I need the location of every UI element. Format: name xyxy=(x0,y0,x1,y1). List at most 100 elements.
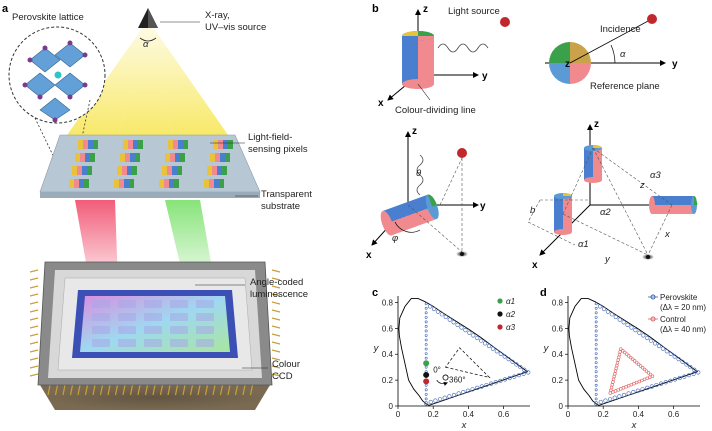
x-tick-label: 0.4 xyxy=(633,410,645,419)
perovskite-lattice-inset: Perovskite lattice xyxy=(8,12,106,171)
pixel-segment xyxy=(218,140,223,149)
pixel-segment xyxy=(213,140,218,149)
control-gamut-point xyxy=(617,355,621,360)
ccd-pin xyxy=(167,384,171,396)
perovskite-gamut-point xyxy=(424,343,428,346)
pixel-segment xyxy=(88,140,93,149)
perovskite-gamut-point xyxy=(594,343,598,346)
x-distance-label: x xyxy=(664,229,671,240)
pixel-segment xyxy=(177,166,182,175)
pixel-segment xyxy=(87,166,92,175)
ccd-pin xyxy=(77,384,81,396)
pixel-segment xyxy=(170,153,175,162)
ccd-pin xyxy=(29,269,39,273)
panel-a-label: a xyxy=(2,3,9,15)
perovskite-gamut-point xyxy=(424,365,428,369)
y-tick-label: 0.8 xyxy=(552,298,564,307)
ccd-pin xyxy=(271,357,281,361)
perovskite-gamut-point xyxy=(475,335,480,341)
perovskite-gamut-point xyxy=(521,371,526,376)
perovskite-gamut-point xyxy=(621,320,626,325)
perovskite-gamut-point xyxy=(691,371,696,376)
pixel-segment xyxy=(135,153,140,162)
legend-label: α3 xyxy=(506,323,516,332)
pixel-segment xyxy=(162,166,167,175)
b1-z-axis: z xyxy=(423,4,428,15)
perovskite-gamut-point xyxy=(498,378,503,383)
panel-c-label: c xyxy=(372,287,378,299)
ccd-cell xyxy=(170,339,188,347)
y-tick-label: 0.4 xyxy=(552,350,564,359)
pixels-label-1: Light-field- xyxy=(248,132,292,143)
ccd-pin xyxy=(271,373,281,377)
perovskite-gamut-point xyxy=(607,397,613,402)
ccd-pin xyxy=(227,384,231,396)
perovskite-gamut-point xyxy=(594,397,598,401)
pixel-segment xyxy=(75,153,80,162)
x-tick-label: 0 xyxy=(396,410,401,419)
b2-alpha-label: α xyxy=(620,49,626,60)
pixel-segment xyxy=(169,179,174,188)
perovskite-gamut-point xyxy=(594,356,598,360)
perovskite-lattice-label: Perovskite lattice xyxy=(12,12,84,23)
perovskite-gamut-point xyxy=(663,380,668,385)
perovskite-gamut-point xyxy=(686,373,692,378)
perovskite-gamut-point xyxy=(688,364,693,370)
perovskite-gamut-point xyxy=(437,397,443,402)
pixel-segment xyxy=(167,166,172,175)
three-cylinders-diagram: z y x xyxy=(527,119,698,271)
y-tick-label: 0.2 xyxy=(382,376,394,385)
ccd-pin xyxy=(271,301,281,305)
perovskite-gamut-point xyxy=(594,315,598,319)
ccd-pin xyxy=(249,384,254,396)
pixel-segment xyxy=(222,166,227,175)
perovskite-gamut-point xyxy=(594,306,598,310)
ccd-pin xyxy=(271,269,281,273)
pixel-segment xyxy=(119,179,124,188)
ccd-pin xyxy=(84,384,89,396)
x-tick-label: 0 xyxy=(566,410,571,419)
control-gamut-point xyxy=(625,352,629,356)
perovskite-gamut-point xyxy=(645,335,650,341)
control-gamut-point xyxy=(634,360,639,365)
control-gamut-point xyxy=(612,374,616,379)
perovskite-gamut-point xyxy=(484,382,489,388)
perovskite-gamut-point xyxy=(594,311,598,315)
legend-label: Control xyxy=(660,315,686,324)
pixel-segment xyxy=(85,153,90,162)
perovskite-gamut-point xyxy=(645,385,650,390)
control-gamut-point xyxy=(628,355,633,360)
b4-x-axis: x xyxy=(532,260,538,271)
pixel-segment xyxy=(93,140,98,149)
pixel-segment xyxy=(138,140,143,149)
legend-label: (Δλ = 40 nm) xyxy=(660,325,706,334)
luminescence-label-1: Angle-coded xyxy=(250,277,303,288)
perovskite-gamut-point xyxy=(668,351,673,356)
ccd-pin xyxy=(271,309,281,313)
perovskite-gamut-point xyxy=(676,357,681,362)
control-gamut-point xyxy=(618,350,622,354)
perovskite-gamut-point xyxy=(631,390,636,395)
substrate-label-1: Transparent xyxy=(261,189,312,200)
perovskite-gamut-point xyxy=(424,334,428,337)
pixel-segment xyxy=(127,166,132,175)
perovskite-gamut-point xyxy=(696,370,701,375)
x-tick-label: 0.2 xyxy=(598,410,610,419)
legend-marker xyxy=(497,311,503,317)
perovskite-gamut-point xyxy=(514,362,519,367)
pixel-segment xyxy=(174,179,179,188)
control-gamut-point xyxy=(632,359,637,363)
pixel-segment xyxy=(180,153,185,162)
ccd-cell xyxy=(144,326,162,334)
pixel-segment xyxy=(172,166,177,175)
pixel-segment xyxy=(133,140,138,149)
alpha2-label: α2 xyxy=(600,207,611,218)
pixel-segment xyxy=(214,179,219,188)
y-tick-label: 0.2 xyxy=(552,376,564,385)
perovskite-gamut-point xyxy=(594,325,598,328)
perovskite-gamut-point xyxy=(672,377,678,382)
perovskite-gamut-point xyxy=(625,322,630,327)
ccd-cell xyxy=(170,300,188,308)
ccd-pin xyxy=(271,341,281,345)
pixel-segment xyxy=(164,179,169,188)
